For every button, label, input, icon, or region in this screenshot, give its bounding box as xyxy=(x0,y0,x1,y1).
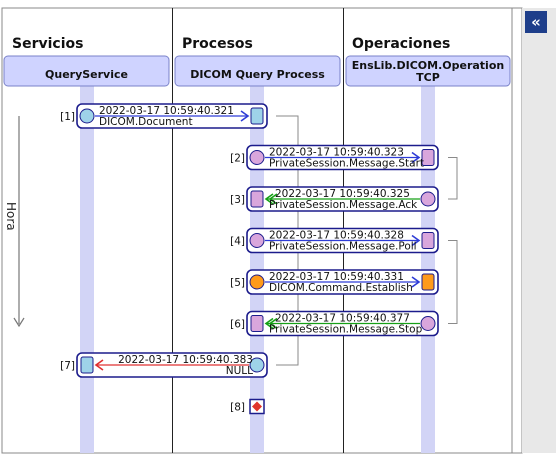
message-row[interactable]: [5] 2022-03-17 10:59:40.331DICOM.Command.… xyxy=(230,269,439,295)
message-source-circle-icon[interactable] xyxy=(249,357,265,373)
message-name: NULL xyxy=(226,365,253,377)
message-arrowhead-icon xyxy=(264,193,274,205)
message-number: [1] xyxy=(60,111,75,123)
message-number: [4] xyxy=(230,236,245,248)
message-connector-line xyxy=(448,240,458,324)
lane-servicios xyxy=(80,84,94,453)
message-row[interactable]: [4] 2022-03-17 10:59:40.328PrivateSession… xyxy=(230,227,439,254)
host-header-bg[interactable] xyxy=(345,55,511,87)
message-source-circle-icon[interactable] xyxy=(79,108,95,124)
message-arrowhead-icon xyxy=(411,151,421,164)
collapse-panel-button[interactable]: « xyxy=(525,11,547,33)
message-row[interactable]: [8] xyxy=(230,398,265,415)
message-name: PrivateSession.Message.Stop xyxy=(269,324,423,336)
message-arrowhead-icon xyxy=(94,359,104,371)
message-row[interactable]: [2] 2022-03-17 10:59:40.323PrivateSession… xyxy=(230,144,439,171)
message-name: DICOM.Document xyxy=(99,116,193,128)
host-header-enslib-dicom-operation-tcp[interactable]: EnsLib.DICOM.Operation TCP xyxy=(345,55,511,87)
message-name: PrivateSession.Message.Ack xyxy=(269,199,418,211)
host-header-bg[interactable] xyxy=(3,55,170,87)
host-header-queryservice[interactable]: QueryService xyxy=(3,55,170,87)
time-axis-arrow-icon xyxy=(13,317,25,328)
message-row[interactable]: [3] 2022-03-17 10:59:40.325PrivateSession… xyxy=(230,186,439,212)
sidebar-divider xyxy=(511,7,523,454)
message-name: PrivateSession.Message.Poll xyxy=(269,241,417,253)
host-header-label[interactable]: DICOM Query Process xyxy=(190,68,325,81)
host-header-dicom-query-process[interactable]: DICOM Query Process xyxy=(174,55,341,87)
double-chevron-left-icon[interactable]: « xyxy=(531,13,541,31)
message-target-square-icon[interactable] xyxy=(250,190,264,208)
message-row[interactable]: [6] 2022-03-17 10:59:40.377PrivateSession… xyxy=(230,310,439,337)
message-number: [6] xyxy=(230,319,245,331)
column-title-operaciones: Operaciones xyxy=(352,36,450,52)
message-timestamp: 2022-03-17 10:59:40.377 xyxy=(275,313,410,325)
message-arrowhead-icon xyxy=(264,317,274,330)
host-header-label[interactable]: QueryService xyxy=(45,68,128,81)
message-source-circle-icon[interactable] xyxy=(249,233,265,248)
host-header-label-line1[interactable]: EnsLib.DICOM.Operation xyxy=(352,59,504,72)
message-timestamp: 2022-03-17 10:59:40.383 xyxy=(118,354,253,366)
message-name: DICOM.Command.Establish xyxy=(269,282,413,294)
collapse-button-bg[interactable] xyxy=(525,11,547,33)
message-arrowhead-icon xyxy=(240,110,250,122)
message-number: [2] xyxy=(230,153,245,165)
lane-operaciones xyxy=(421,84,435,453)
host-header-label-line2[interactable]: TCP xyxy=(416,71,440,84)
message-timestamp: 2022-03-17 10:59:40.323 xyxy=(269,147,404,159)
column-title-procesos: Procesos xyxy=(182,36,253,52)
message-timestamp: 2022-03-17 10:59:40.325 xyxy=(275,188,410,200)
time-axis-label: Hora xyxy=(4,202,18,231)
diamond-icon[interactable] xyxy=(252,401,262,412)
message-number: [3] xyxy=(230,194,245,206)
message-target-square-icon[interactable] xyxy=(421,232,435,249)
message-source-circle-icon[interactable] xyxy=(249,274,265,290)
message-target-square-icon[interactable] xyxy=(80,356,94,374)
lane-procesos xyxy=(250,84,264,453)
message-source-circle-icon[interactable] xyxy=(249,150,265,165)
message-target-square-icon[interactable] xyxy=(250,107,264,125)
message-target-square-icon[interactable] xyxy=(421,273,435,291)
message-arrowhead-icon xyxy=(268,317,278,330)
message-arrowhead-icon xyxy=(411,276,421,288)
message-number: [5] xyxy=(230,277,245,289)
message-target-square-icon[interactable] xyxy=(250,315,264,332)
message-timestamp: 2022-03-17 10:59:40.328 xyxy=(269,230,404,242)
message-target-square-icon[interactable] xyxy=(421,149,435,166)
sidebar-panel xyxy=(522,8,556,453)
message-source-circle-icon[interactable] xyxy=(420,191,436,207)
message-timestamp: 2022-03-17 10:59:40.321 xyxy=(99,105,234,117)
message-list: [1] 2022-03-17 10:59:40.321DICOM.Document… xyxy=(60,103,439,415)
message-timestamp: 2022-03-17 10:59:40.331 xyxy=(269,271,404,283)
message-arrowhead-icon xyxy=(411,234,421,247)
host-header-bg[interactable] xyxy=(174,55,341,87)
message-source-circle-icon[interactable] xyxy=(420,316,436,331)
time-axis: Hora xyxy=(4,116,25,328)
message-arrowhead-icon xyxy=(268,193,278,205)
message-connector-line xyxy=(448,157,458,200)
message-number: [7] xyxy=(60,360,75,372)
message-name: PrivateSession.Message.Start xyxy=(269,158,424,170)
message-number: [8] xyxy=(230,402,245,414)
column-title-servicios: Servicios xyxy=(12,36,83,52)
